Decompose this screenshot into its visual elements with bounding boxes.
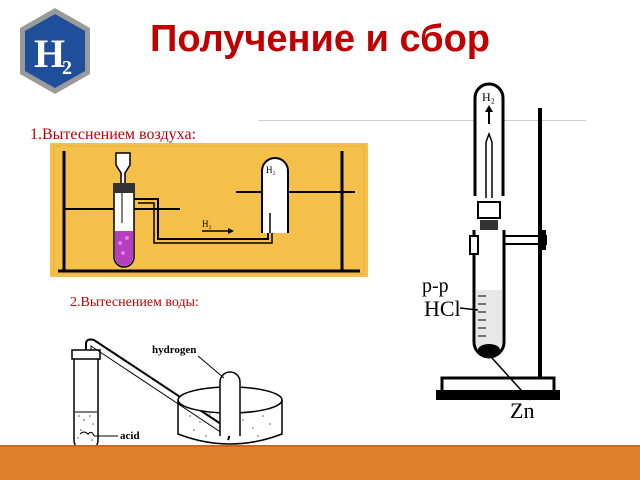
figure-stand-apparatus: H₂ р-р HCl Zn: [422, 82, 560, 423]
method-water-label: 2.Вытеснением воды:: [70, 295, 199, 310]
footer-bar: [0, 445, 640, 480]
collect-tube-label: H₂: [266, 165, 276, 175]
logo-subscript: 2: [62, 57, 72, 79]
method-air-label: 1.Вытеснением воздуха:: [30, 126, 196, 143]
hydrogen-label: hydrogen: [152, 344, 196, 356]
figure-air-displacement: H₂ H₂: [50, 143, 368, 277]
acid-label: acid: [120, 430, 140, 442]
metal-label: Zn: [510, 398, 534, 423]
solution-label-2: HCl: [424, 296, 461, 321]
logo-letter: H: [34, 31, 65, 76]
slide-title: Получение и сбор: [150, 18, 490, 60]
title-divider: [258, 120, 586, 121]
h2-logo: H 2: [20, 8, 90, 94]
stand-tube-label: H₂: [482, 90, 495, 104]
flow-label: H₂: [202, 219, 212, 229]
footer-divider: [0, 445, 640, 447]
solution-label-1: р-р: [422, 275, 449, 297]
